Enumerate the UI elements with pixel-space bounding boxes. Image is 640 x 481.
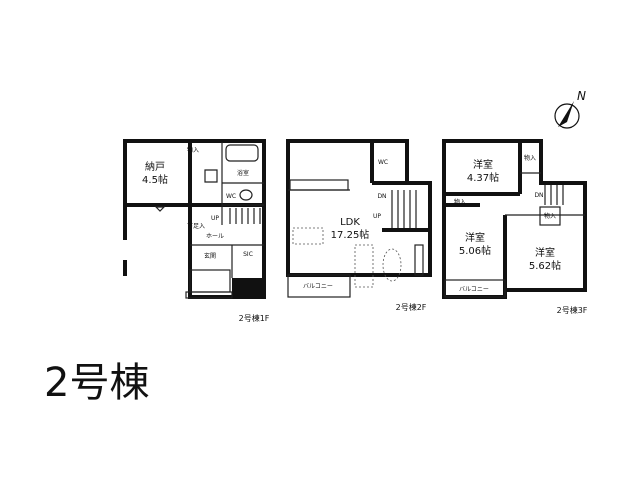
- room-size: 4.37帖: [467, 171, 499, 184]
- room-label: SIC: [243, 251, 253, 258]
- room-size: 5.06帖: [459, 244, 491, 257]
- room-label: ホール: [206, 233, 224, 240]
- room-label: 洋室: [473, 158, 493, 171]
- room-label: 納戸: [145, 160, 165, 173]
- room-label: 物入: [454, 198, 466, 206]
- room-label: DN: [377, 193, 386, 200]
- building-title: 2号棟: [44, 360, 150, 406]
- floor-1f: [123, 139, 266, 299]
- floor-caption: 2号棟1F: [239, 313, 270, 323]
- room-size: 17.25帖: [331, 228, 370, 241]
- room-label: 物入: [544, 212, 556, 220]
- room-label: UP: [373, 213, 381, 220]
- north-arrow-icon: [554, 101, 580, 129]
- room-label: LDK: [340, 217, 360, 228]
- floor-caption: 2号棟3F: [557, 305, 588, 315]
- room-label: UP: [211, 215, 219, 222]
- room-size: 5.62帖: [529, 259, 561, 272]
- room-label: 物入: [524, 154, 536, 162]
- room-label: DN: [534, 192, 543, 199]
- room-label: 物入: [187, 146, 199, 154]
- room-size: 4.5帖: [142, 173, 168, 186]
- floor-2f: [286, 139, 432, 298]
- floor-caption: 2号棟2F: [396, 302, 427, 312]
- room-label: 下足入: [187, 223, 205, 230]
- room-label: バルコニー: [303, 283, 333, 290]
- room-label: 浴室: [237, 169, 249, 177]
- room-label: WC: [226, 193, 236, 200]
- room-label: バルコニー: [459, 286, 489, 293]
- room-label: WC: [378, 159, 388, 166]
- room-label: 洋室: [465, 231, 485, 244]
- room-label: 玄関: [204, 252, 216, 260]
- floor-3f: [442, 139, 587, 299]
- room-label: 洋室: [535, 246, 555, 259]
- north-label: N: [577, 89, 586, 103]
